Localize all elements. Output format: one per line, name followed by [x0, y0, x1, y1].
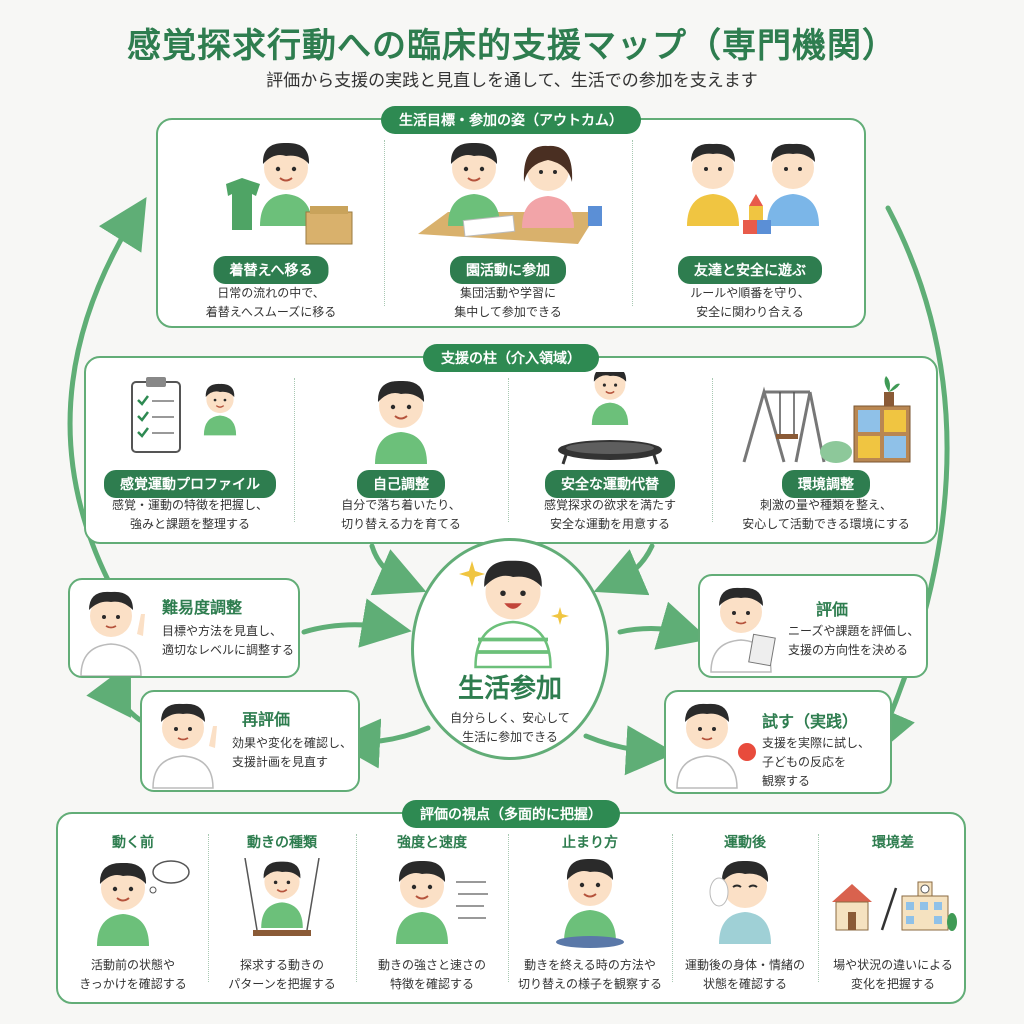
difficulty-title: 難易度調整: [162, 598, 243, 617]
viewpoint-item: 動きの種類 探求する動きのパターンを把握する: [208, 814, 356, 1002]
reevaluate-box: 再評価 効果や変化を確認し、支援計画を見直す: [140, 690, 360, 792]
viewpoint-title: 環境差: [872, 835, 914, 851]
outcome-item: 友達と安全に遊ぶ ルールや順番を守り、安全に関わり合える: [632, 120, 868, 326]
pillar-title: 安全な運動代替: [545, 470, 675, 498]
trial-box: 試す（実践） 支援を実際に試し、子どもの反応を観察する: [664, 690, 892, 794]
difficulty-adjust-box: 難易度調整 目標や方法を見直し、適切なレベルに調整する: [68, 578, 300, 678]
viewpoint-title: 止まり方: [562, 835, 618, 851]
boy-running-icon: [395, 859, 488, 945]
happy-boy-icon: [459, 560, 569, 669]
reevaluate-title: 再評価: [242, 710, 291, 729]
outcome-item: 園活動に参加 集団活動や学習に集中して参加できる: [384, 120, 632, 326]
viewpoint-title: 動きの種類: [247, 835, 317, 851]
boy-sitting-icon: [556, 858, 624, 948]
pillar-item: 安全な運動代替 感覚探求の欲求を満たす安全な運動を用意する: [508, 358, 712, 542]
viewpoint-desc: 探求する動きのパターンを把握する: [228, 958, 336, 991]
swing-icon: [244, 858, 320, 936]
boy-towel-icon: [709, 860, 771, 944]
boy-dressing-icon: [226, 141, 353, 245]
viewpoint-item: 動く前 活動前の状態やきっかけを確認する: [58, 814, 208, 1002]
outcome-desc: ルールや順番を守り、安全に関わり合える: [690, 286, 810, 319]
viewpoint-desc: 運動後の身体・情緒の状態を確認する: [684, 958, 805, 991]
pillar-item: 自己調整 自分で落ち着いたり、切り替える力を育てる: [294, 358, 508, 542]
pillar-desc: 刺激の量や種類を整え、安心して活動できる環境にする: [742, 498, 910, 531]
evaluate-title: 評価: [816, 600, 849, 619]
adult-thinking-icon: [152, 702, 217, 789]
evaluate-desc: ニーズや課題を評価し、支援の方向性を決める: [788, 624, 920, 657]
pillar-item: 感覚運動プロファイル 感覚・運動の特徴を把握し、強みと課題を整理する: [86, 358, 294, 542]
pillar-title: 感覚運動プロファイル: [104, 470, 276, 498]
viewpoint-item: 止まり方 動きを終える時の方法や切り替えの様子を観察する: [508, 814, 672, 1002]
boy-thinking-icon: [96, 860, 190, 947]
house-school-icon: [832, 881, 957, 931]
viewpoint-item: 強度と速度 動きの強さと速さの特徴を確認する: [356, 814, 508, 1002]
viewpoints-panel: 評価の視点（多面的に把握） 動く前 活動前の状態やきっかけを確認する 動きの種類…: [56, 800, 968, 1004]
viewpoint-desc: 動きの強さと速さの特徴を確認する: [377, 958, 486, 991]
pillar-desc: 感覚探求の欲求を満たす安全な運動を用意する: [543, 498, 676, 531]
reevaluate-desc: 効果や変化を確認し、支援計画を見直す: [232, 736, 353, 769]
outcome-title: 着替えへ移る: [213, 256, 329, 284]
center-title: 生活参加: [457, 674, 562, 704]
viewpoint-item: 運動後 運動後の身体・情緒の状態を確認する: [672, 814, 818, 1002]
evaluate-box: 評価 ニーズや課題を評価し、支援の方向性を決める: [698, 574, 928, 678]
clipboard-icon: [131, 377, 237, 453]
viewpoint-title: 運動後: [724, 835, 766, 851]
trial-desc: 支援を実際に試し、子どもの反応を観察する: [762, 736, 871, 788]
pillar-title: 環境調整: [782, 470, 870, 498]
kids-drawing-icon: [418, 141, 602, 244]
center-desc: 自分らしく、安心して生活に参加できる: [450, 711, 570, 744]
viewpoints-label: 評価の視点（多面的に把握）: [402, 800, 620, 828]
adult-pointing-icon: [80, 590, 145, 676]
outcome-title: 友達と安全に遊ぶ: [678, 256, 822, 284]
outcomes-panel: 生活目標・参加の姿（アウトカム） 着替えへ移る 日常の流れの中で、着替えへスムー…: [156, 106, 868, 328]
trampoline-icon: [558, 372, 662, 465]
pillars-label: 支援の柱（介入領域）: [423, 344, 599, 372]
outcome-item: 着替えへ移る 日常の流れの中で、着替えへスムーズに移る: [158, 120, 384, 326]
viewpoint-item: 環境差 場や状況の違いによる変化を把握する: [818, 814, 968, 1002]
viewpoint-desc: 場や状況の違いによる変化を把握する: [833, 958, 953, 991]
difficulty-desc: 目標や方法を見直し、適切なレベルに調整する: [162, 624, 295, 657]
viewpoint-title: 強度と速度: [397, 835, 467, 851]
viewpoint-desc: 活動前の状態やきっかけを確認する: [79, 958, 187, 991]
center-participation: 生活参加 自分らしく、安心して生活に参加できる: [411, 538, 609, 760]
calm-boy-icon: [374, 379, 428, 465]
adult-ball-icon: [676, 702, 756, 789]
trial-title: 試す（実践）: [762, 712, 859, 731]
pillar-title: 自己調整: [357, 470, 445, 498]
kids-blocks-icon: [687, 143, 819, 234]
adult-clipboard-icon: [710, 586, 776, 673]
swing-shelf-icon: [742, 376, 911, 463]
page-title: 感覚探求行動への臨床的支援マップ（専門機関）: [127, 26, 897, 66]
pillars-panel: 支援の柱（介入領域） 感覚運動プロファイル 感覚・運動の特徴を把握し、強みと課題…: [84, 344, 940, 544]
outcomes-label: 生活目標・参加の姿（アウトカム）: [381, 106, 641, 134]
viewpoint-desc: 動きを終える時の方法や切り替えの様子を観察する: [517, 958, 662, 991]
pillar-desc: 自分で落ち着いたり、切り替える力を育てる: [341, 498, 461, 531]
viewpoint-title: 動く前: [112, 835, 154, 851]
pillar-desc: 感覚・運動の特徴を把握し、強みと課題を整理する: [111, 498, 268, 531]
outcome-desc: 日常の流れの中で、着替えへスムーズに移る: [205, 286, 337, 319]
outcome-title: 園活動に参加: [450, 256, 566, 284]
page-subtitle: 評価から支援の実践と見直しを通して、生活での参加を支えます: [266, 71, 758, 91]
pillar-item: 環境調整 刺激の量や種類を整え、安心して活動できる環境にする: [712, 358, 940, 542]
outcome-desc: 集団活動や学習に集中して参加できる: [454, 286, 562, 319]
